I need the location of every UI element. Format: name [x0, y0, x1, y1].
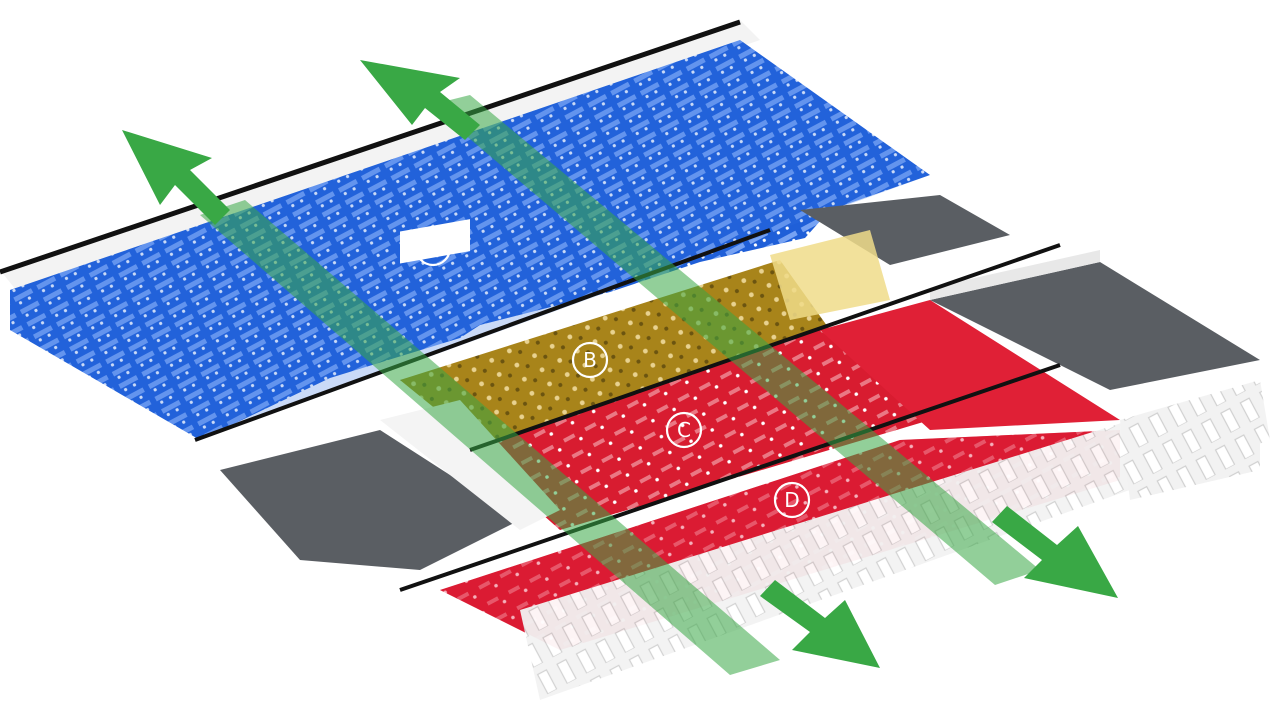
zone-label-circle [414, 229, 452, 267]
grey-room-3 [220, 430, 520, 570]
zone-label-circle [665, 411, 703, 449]
zone-c-right-rooms [820, 300, 1120, 430]
arrow-northwest-2 [360, 60, 480, 140]
section-line-1 [194, 228, 771, 442]
back-wall [0, 20, 760, 295]
zone-label-c: C [665, 411, 703, 449]
white-partition [380, 400, 560, 530]
back-wall-line [0, 19, 741, 275]
circulation-band-1 [200, 200, 780, 675]
zone-b-light [770, 230, 890, 320]
arrow-southeast-1 [760, 580, 880, 668]
grey-room-2 [930, 262, 1260, 390]
zone-label-d: D [773, 481, 811, 519]
zone-label-circle [571, 341, 609, 379]
section-line-3 [399, 363, 1061, 592]
zone-label-letter: C [677, 418, 691, 442]
right-wall-rooms [1120, 380, 1260, 500]
arrow-southeast-2 [992, 506, 1118, 598]
grey-room-1 [800, 195, 1010, 265]
zone-label-b: B [571, 341, 609, 379]
circulation-band-2 [430, 95, 1040, 585]
zone-label-letter: A [426, 236, 440, 260]
zone-label-a: A [414, 229, 452, 267]
zone-label-circle [773, 481, 811, 519]
arrow-northwest-1 [122, 130, 230, 225]
grey-room-wall [930, 250, 1100, 300]
zone-label-letter: B [583, 348, 597, 372]
zone-label-letter: D [784, 488, 799, 512]
